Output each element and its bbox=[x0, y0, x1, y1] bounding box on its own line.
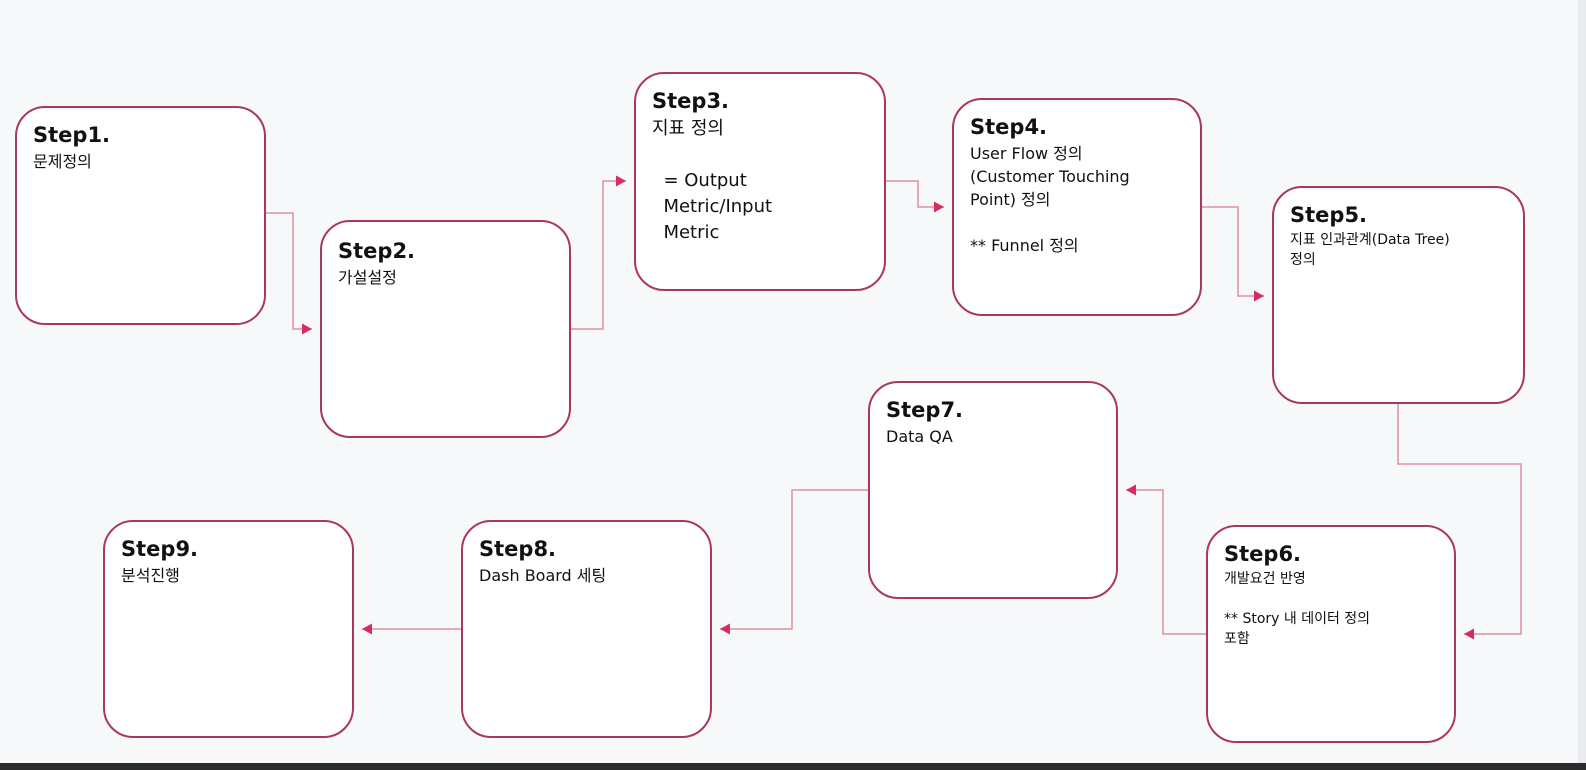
step6-line: 개발요건 반영 bbox=[1224, 571, 1306, 587]
connector-step5-step6 bbox=[1397, 404, 1522, 635]
step3-text: 지표 정의 = Output Metric/Input Metric bbox=[652, 116, 868, 246]
step8-line: Dash Board 세팅 bbox=[479, 566, 607, 585]
step9-text: 분석진행 bbox=[121, 564, 336, 587]
step5-text: 지표 인과관계(Data Tree) 정의 bbox=[1290, 230, 1507, 270]
step7-title: Step7. bbox=[886, 398, 964, 422]
step4-line: (Customer Touching bbox=[970, 167, 1130, 186]
step7-box: Step7. Data QA bbox=[868, 381, 1118, 599]
connector-step3-step4 bbox=[886, 180, 944, 208]
step5-line: 정의 bbox=[1290, 252, 1316, 268]
step5-title: Step5. bbox=[1290, 203, 1368, 227]
step6-title: Step6. bbox=[1224, 542, 1302, 566]
connector-step1-step2 bbox=[266, 212, 312, 330]
step3-line: Metric bbox=[652, 222, 720, 243]
step2-line: 가설설정 bbox=[338, 268, 397, 287]
step2-title: Step2. bbox=[338, 239, 416, 263]
step8-text: Dash Board 세팅 bbox=[479, 564, 694, 587]
step3-line: = Output bbox=[652, 170, 747, 191]
step4-box: Step4. User Flow 정의 (Customer Touching P… bbox=[952, 98, 1202, 316]
bottom-rule bbox=[0, 763, 1586, 770]
connector-step7-step8 bbox=[720, 489, 868, 630]
step1-box: Step1. 문제정의 bbox=[15, 106, 266, 325]
connector-step6-step7 bbox=[1126, 489, 1206, 635]
step3-title: Step3. bbox=[652, 89, 730, 113]
step2-box: Step2. 가설설정 bbox=[320, 220, 571, 438]
step6-line: ** Story 내 데이터 정의 bbox=[1224, 611, 1371, 627]
step6-line: 포함 bbox=[1224, 631, 1250, 647]
arrowhead-icon bbox=[934, 201, 944, 213]
step3-box: Step3. 지표 정의 = Output Metric/Input Metri… bbox=[634, 72, 886, 291]
arrowhead-icon bbox=[362, 623, 372, 635]
step5-box: Step5. 지표 인과관계(Data Tree) 정의 bbox=[1272, 186, 1525, 404]
arrowhead-icon bbox=[616, 175, 626, 187]
step7-line: Data QA bbox=[886, 427, 953, 446]
step1-text: 문제정의 bbox=[33, 150, 248, 173]
arrowhead-icon bbox=[1464, 628, 1474, 640]
step6-line bbox=[1224, 589, 1438, 609]
step9-line: 분석진행 bbox=[121, 566, 180, 585]
step9-box: Step9. 분석진행 bbox=[103, 520, 354, 738]
step4-line: Point) 정의 bbox=[970, 190, 1051, 209]
step4-line: User Flow 정의 bbox=[970, 144, 1083, 163]
step3-line: 지표 정의 bbox=[652, 118, 724, 139]
step8-box: Step8. Dash Board 세팅 bbox=[461, 520, 712, 738]
right-edge-strip bbox=[1578, 0, 1586, 763]
step3-line: Metric/Input bbox=[652, 196, 773, 217]
step6-text: 개발요건 반영 ** Story 내 데이터 정의 포함 bbox=[1224, 569, 1438, 649]
arrowhead-icon bbox=[1254, 290, 1264, 302]
arrowhead-icon bbox=[720, 623, 730, 635]
connector-step2-step3 bbox=[571, 180, 626, 330]
arrowhead-icon bbox=[1126, 484, 1136, 496]
step1-line: 문제정의 bbox=[33, 152, 92, 171]
step1-title: Step1. bbox=[33, 123, 111, 147]
step5-line: 지표 인과관계(Data Tree) bbox=[1290, 232, 1450, 248]
step3-line bbox=[652, 142, 868, 168]
step4-line: ** Funnel 정의 bbox=[970, 236, 1079, 255]
step7-text: Data QA bbox=[886, 425, 1100, 448]
step8-title: Step8. bbox=[479, 537, 557, 561]
step4-text: User Flow 정의 (Customer Touching Point) 정… bbox=[970, 142, 1184, 257]
step4-title: Step4. bbox=[970, 115, 1048, 139]
connector-step4-step5 bbox=[1202, 206, 1264, 297]
step6-box: Step6. 개발요건 반영 ** Story 내 데이터 정의 포함 bbox=[1206, 525, 1456, 743]
step4-line bbox=[970, 211, 1184, 234]
step2-text: 가설설정 bbox=[338, 266, 553, 289]
arrowhead-icon bbox=[302, 323, 312, 335]
step9-title: Step9. bbox=[121, 537, 199, 561]
